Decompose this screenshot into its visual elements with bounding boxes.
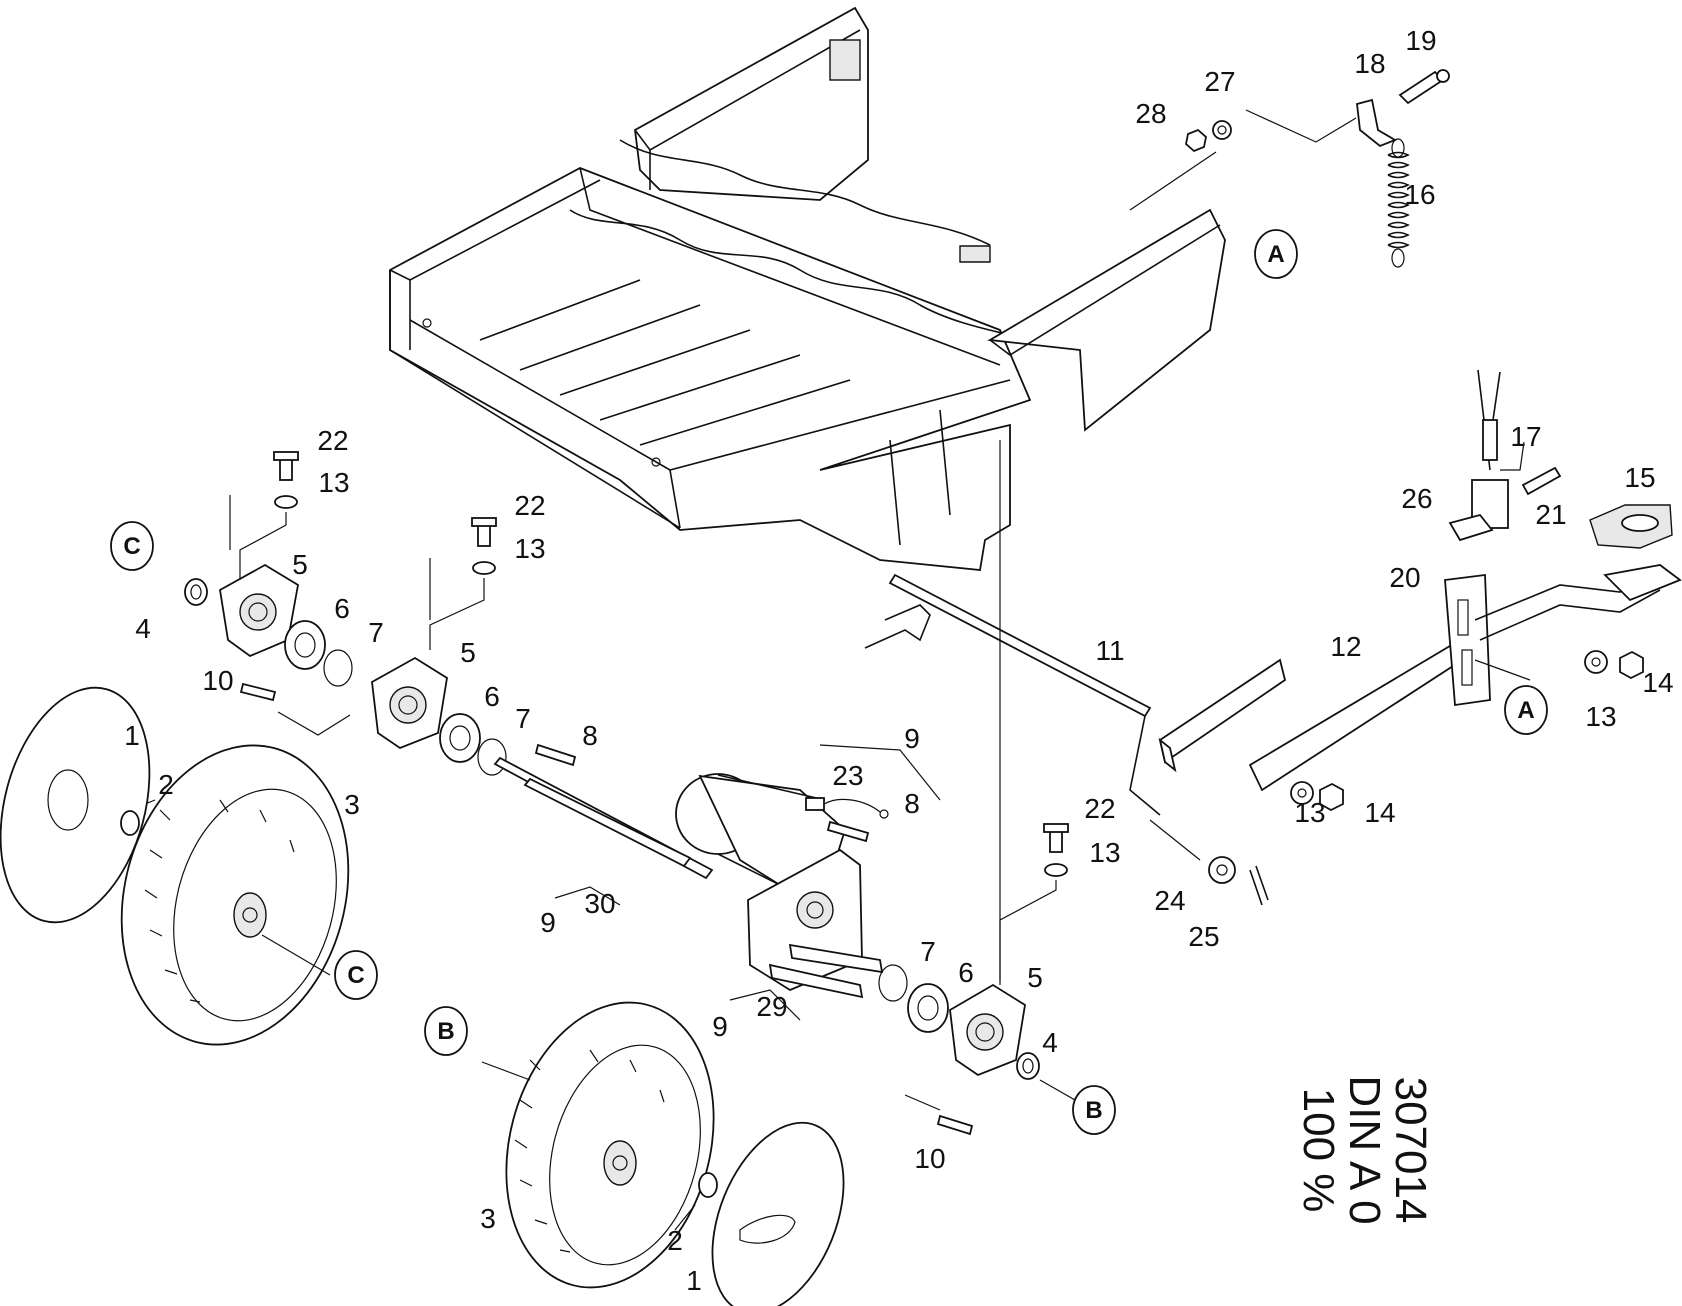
- part-label-22: 22: [514, 490, 545, 521]
- part-label-18: 18: [1354, 48, 1385, 79]
- part-label-24: 24: [1154, 885, 1185, 916]
- part-label-22: 22: [1084, 793, 1115, 824]
- part-label-4: 4: [1042, 1027, 1058, 1058]
- part-label-26: 26: [1401, 483, 1432, 514]
- part-label-1: 1: [124, 720, 140, 751]
- part-label-3: 3: [480, 1203, 496, 1234]
- part-label-29: 29: [756, 991, 787, 1022]
- left-wheel: [0, 686, 350, 1046]
- part-label-8: 8: [582, 720, 598, 751]
- part-label-27: 27: [1204, 66, 1235, 97]
- part-label-2: 2: [158, 769, 174, 800]
- part-label-5: 5: [460, 637, 476, 668]
- part-label-3: 3: [344, 789, 360, 820]
- reference-letter: B: [437, 1018, 454, 1045]
- drawing-number: 307014: [1386, 1077, 1435, 1224]
- part-label-1: 1: [686, 1265, 702, 1296]
- chassis-frame: [389, 6, 1226, 571]
- reference-letter: C: [347, 962, 364, 989]
- part-label-20: 20: [1389, 562, 1420, 593]
- part-label-9: 9: [712, 1011, 728, 1042]
- part-label-13: 13: [1294, 797, 1325, 828]
- part-label-21: 21: [1535, 499, 1566, 530]
- part-label-23: 23: [832, 760, 863, 791]
- reference-marker-a: A: [1504, 685, 1548, 735]
- part-label-12: 12: [1330, 631, 1361, 662]
- part-label-7: 7: [515, 703, 531, 734]
- drawing-stamp: 307014 DIN A 0 100 %: [1294, 1075, 1435, 1224]
- part-label-6: 6: [334, 593, 350, 624]
- part-label-30: 30: [584, 888, 615, 919]
- reference-marker-a: A: [1254, 229, 1298, 279]
- part-label-28: 28: [1135, 98, 1166, 129]
- part-label-13: 13: [318, 467, 349, 498]
- part-label-10: 10: [914, 1143, 945, 1174]
- part-label-13: 13: [1585, 701, 1616, 732]
- scale: 100 %: [1294, 1088, 1343, 1213]
- drive-motor-assembly: [493, 743, 941, 1021]
- pedal-assembly: [864, 369, 1682, 906]
- part-label-15: 15: [1624, 462, 1655, 493]
- right-bearing-housing: [878, 440, 1069, 1136]
- spring-assembly: [1129, 69, 1450, 268]
- part-label-7: 7: [920, 936, 936, 967]
- right-wheel: [481, 1001, 1076, 1306]
- part-label-6: 6: [484, 681, 500, 712]
- part-label-16: 16: [1404, 179, 1435, 210]
- part-label-14: 14: [1364, 797, 1395, 828]
- part-label-4: 4: [135, 613, 151, 644]
- paper-size: DIN A 0: [1340, 1075, 1389, 1224]
- reference-marker-b: B: [424, 1006, 468, 1056]
- reference-letter: A: [1267, 241, 1284, 268]
- reference-letter: B: [1085, 1097, 1102, 1124]
- part-label-11: 11: [1095, 635, 1124, 666]
- reference-marker-b: B: [1072, 1085, 1116, 1135]
- reference-letter: C: [123, 533, 140, 560]
- part-label-13: 13: [514, 533, 545, 564]
- part-label-13: 13: [1089, 837, 1120, 868]
- part-label-10: 10: [202, 665, 233, 696]
- part-label-9: 9: [904, 723, 920, 754]
- part-label-22: 22: [317, 425, 348, 456]
- reference-markers: A A B B C C: [110, 229, 1548, 1135]
- part-label-17: 17: [1510, 421, 1541, 452]
- part-label-6: 6: [958, 957, 974, 988]
- part-label-25: 25: [1188, 921, 1219, 952]
- reference-marker-c: C: [110, 521, 154, 571]
- part-label-5: 5: [1027, 962, 1043, 993]
- part-label-8: 8: [904, 788, 920, 819]
- reference-marker-c: C: [334, 950, 378, 1000]
- reference-letter: A: [1517, 697, 1534, 724]
- part-label-7: 7: [368, 617, 384, 648]
- part-label-14: 14: [1642, 667, 1673, 698]
- part-label-5: 5: [292, 549, 308, 580]
- part-label-9: 9: [540, 907, 556, 938]
- left-bearing-housings: [121, 451, 507, 809]
- part-label-19: 19: [1405, 25, 1436, 56]
- part-label-2: 2: [667, 1225, 683, 1256]
